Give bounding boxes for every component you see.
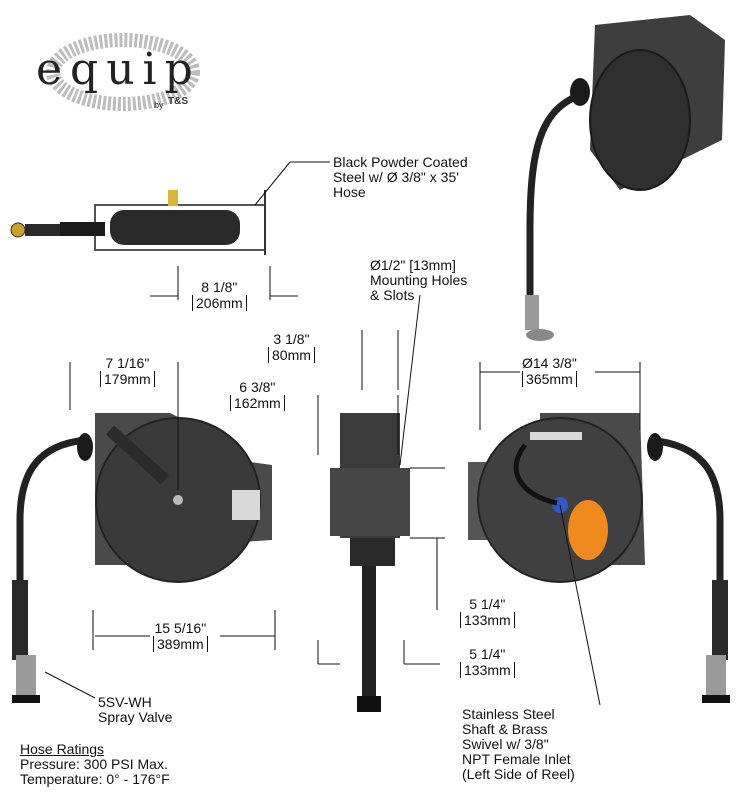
mounting-holes-callout: Ø1/2" [13mm] Mounting Holes & Slots [370, 258, 467, 303]
dim-5-1-4-lower-mm: 133mm [460, 662, 515, 678]
dim-diameter: Ø14 3/8" 365mm [522, 355, 577, 387]
shaft-line-2: Shaft & Brass [462, 721, 548, 737]
spray-valve-line-1: 5SV-WH [98, 694, 152, 710]
dim-5-1-4-upper: 5 1/4" 133mm [460, 596, 515, 628]
dim-front-width-mm: 389mm [153, 636, 208, 652]
dim-7-1-16: 7 1/16" 179mm [100, 355, 155, 387]
front-view-left [12, 413, 272, 703]
hose-ratings-title: Hose Ratings [20, 741, 105, 757]
logo-swoosh [46, 33, 200, 111]
dim-3-1-8: 3 1/8" 80mm [268, 331, 315, 363]
shaft-line-3: Swivel w/ 3/8" [462, 736, 549, 752]
hose-callout: Black Powder Coated Steel w/ Ø 3/8" x 35… [333, 155, 468, 200]
logo-wordmark: equip [36, 44, 201, 95]
dim-front-width-in: 15 5/16" [154, 620, 207, 636]
dim-3-1-8-mm: 80mm [268, 347, 315, 363]
dim-diameter-mm: 365mm [522, 371, 577, 387]
shaft-line-1: Stainless Steel [462, 706, 555, 722]
dim-front-width: 15 5/16" 389mm [153, 620, 208, 652]
dim-3-1-8-in: 3 1/8" [273, 331, 310, 347]
logo-by: by [154, 100, 164, 110]
dim-top-depth: 8 1/8" 206mm [192, 279, 247, 311]
side-view [330, 413, 410, 712]
spray-valve-callout: 5SV-WH Spray Valve [98, 695, 172, 725]
dim-diameter-in: Ø14 3/8" [522, 355, 577, 371]
top-view-reel [10, 190, 266, 255]
isometric-view [525, 15, 725, 341]
dim-top-depth-in: 8 1/8" [201, 279, 238, 295]
spray-valve-line-2: Spray Valve [98, 709, 173, 725]
mounting-callout-line-1: Ø1/2" [13mm] [370, 257, 456, 273]
dim-5-1-4-lower: 5 1/4" 133mm [460, 646, 515, 678]
shaft-swivel-callout: Stainless Steel Shaft & Brass Swivel w/ … [462, 707, 575, 782]
hose-ratings-pressure: Pressure: 300 PSI Max. [20, 756, 168, 772]
dim-6-3-8-mm: 162mm [230, 395, 285, 411]
dim-7-1-16-in: 7 1/16" [105, 355, 150, 371]
dim-5-1-4-upper-in: 5 1/4" [469, 596, 506, 612]
front-view-right [468, 413, 730, 703]
shaft-line-5: (Left Side of Reel) [462, 766, 575, 782]
dimension-lines [44, 161, 641, 706]
ts-brand-mark: T&S [168, 96, 188, 107]
dim-6-3-8: 6 3/8" 162mm [230, 379, 285, 411]
hose-callout-line-3: Hose [333, 184, 366, 200]
dim-top-depth-mm: 206mm [192, 295, 247, 311]
equip-logo: equip by T&S [28, 30, 218, 120]
hose-ratings: Hose Ratings Pressure: 300 PSI Max. Temp… [20, 742, 170, 787]
shaft-line-4: NPT Female Inlet [462, 751, 571, 767]
hose-callout-line-2: Steel w/ Ø 3/8" x 35' [333, 169, 459, 185]
dim-5-1-4-upper-mm: 133mm [460, 612, 515, 628]
dim-6-3-8-in: 6 3/8" [239, 379, 276, 395]
dim-5-1-4-lower-in: 5 1/4" [469, 646, 506, 662]
dim-7-1-16-mm: 179mm [100, 371, 155, 387]
mounting-callout-line-3: & Slots [370, 287, 415, 303]
hose-callout-line-1: Black Powder Coated [333, 154, 468, 170]
hose-ratings-temperature: Temperature: 0° - 176°F [20, 771, 170, 787]
mounting-callout-line-2: Mounting Holes [370, 272, 468, 288]
